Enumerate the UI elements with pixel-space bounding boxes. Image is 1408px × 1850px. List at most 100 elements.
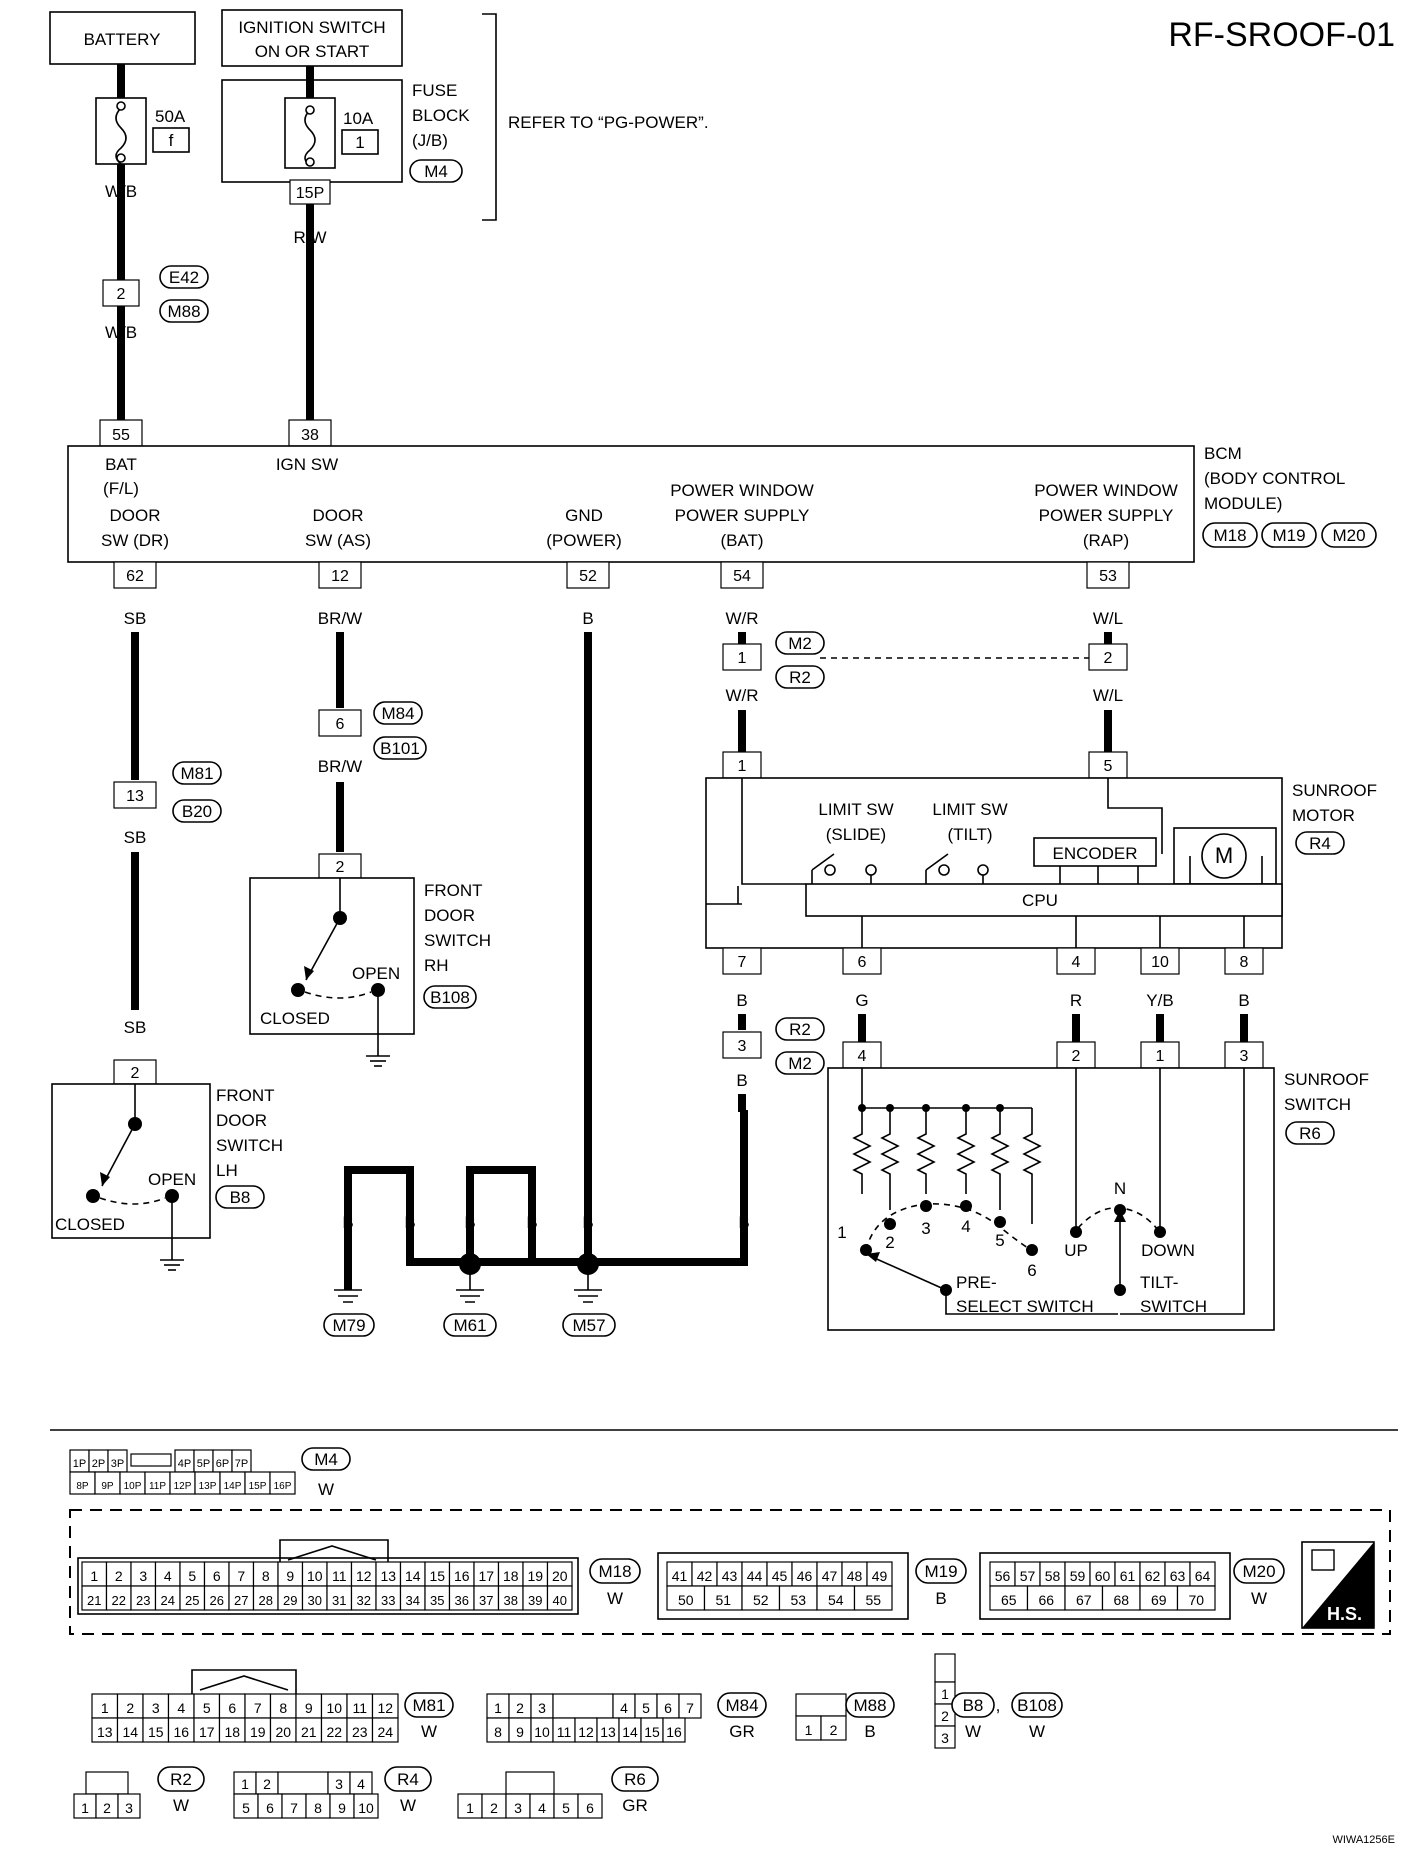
- m88-pin-cell: [820, 1715, 847, 1741]
- pin-15p: 15P: [296, 185, 324, 202]
- r4-lock-cell: [277, 1771, 329, 1795]
- connector-m2: M2: [788, 634, 812, 653]
- m84-pin-cell: [662, 1717, 686, 1743]
- switch-title-1: SUNROOF: [1284, 1070, 1369, 1089]
- pin-r4-10: 10: [1151, 954, 1169, 971]
- m19-pin-label: 42: [697, 1568, 713, 1584]
- m20-pin-label: 66: [1038, 1592, 1054, 1608]
- m81-pin-label: 6: [228, 1700, 236, 1716]
- m81-pin-cell: [346, 1693, 374, 1719]
- wire-b-7: B: [736, 991, 747, 1010]
- m4-pin-label: 9P: [101, 1481, 114, 1492]
- rh-title-4: RH: [424, 956, 449, 975]
- connector-m2-b: M2: [788, 1054, 812, 1073]
- m81-pin-label: 7: [254, 1700, 262, 1716]
- m4-pin-label: 6P: [216, 1458, 229, 1470]
- m18-pin-cell: [522, 1585, 549, 1611]
- wire-brw-2: BR/W: [318, 757, 362, 776]
- m20-pin-cell: [1139, 1561, 1166, 1587]
- tilt-2: SWITCH: [1140, 1297, 1207, 1316]
- m18-pin-label: 17: [478, 1568, 494, 1584]
- pin-r2-3: 3: [738, 1038, 747, 1055]
- pin-12: 12: [331, 568, 349, 585]
- r4-pin-cell: [353, 1793, 379, 1819]
- m4-pin-label: 7P: [235, 1458, 248, 1470]
- m18-pin-cell: [179, 1561, 206, 1587]
- m18-pin-label: 27: [234, 1593, 248, 1608]
- cpu-label: CPU: [1022, 891, 1058, 910]
- battery-label: BATTERY: [84, 30, 161, 49]
- svg-text:W: W: [607, 1589, 623, 1608]
- m18-pin-cell: [277, 1561, 304, 1587]
- m88-top-cell: [795, 1693, 847, 1717]
- m19-pin-label: 54: [828, 1592, 844, 1608]
- m81-pin-label: 16: [173, 1724, 189, 1740]
- m4-pin-label: 15P: [249, 1481, 267, 1492]
- bcm-name-1: BCM: [1204, 444, 1242, 463]
- m19-pin-label: 41: [672, 1568, 688, 1584]
- m18-pin-label: 19: [527, 1568, 543, 1584]
- r6-lock-cell: [505, 1771, 555, 1795]
- bcm-pw-bat-2: POWER SUPPLY: [675, 506, 810, 525]
- m18-pin-label: 21: [87, 1593, 101, 1608]
- pin-52: 52: [579, 568, 597, 585]
- m19-pin-cell: [791, 1561, 818, 1587]
- m4-pin-label: 1P: [73, 1458, 86, 1470]
- rh-title-1: FRONT: [424, 881, 483, 900]
- fuse-block-label-1: FUSE: [412, 81, 457, 100]
- m84-pin-label: 4: [620, 1700, 628, 1716]
- pin-13: 13: [126, 788, 144, 805]
- m84-pin-label: 16: [666, 1724, 682, 1740]
- m81-pin-label: 24: [377, 1724, 393, 1740]
- m18-pin-label: 11: [332, 1568, 347, 1584]
- m84-pin-label: 7: [686, 1700, 694, 1716]
- b8-pin-label: 1: [941, 1686, 949, 1702]
- m19-pin-label: 55: [865, 1592, 881, 1608]
- fuse-block-label-2: BLOCK: [412, 106, 470, 125]
- m18-pin-label: 9: [286, 1568, 294, 1584]
- m19-pin-cell: [816, 1585, 856, 1611]
- pin-rh-2: 2: [336, 859, 345, 876]
- svg-text:M19: M19: [924, 1562, 957, 1581]
- ground-m79: M79: [332, 1316, 365, 1335]
- lh-title-3: SWITCH: [216, 1136, 283, 1155]
- r4-pin-label: 10: [358, 1800, 374, 1816]
- m20-pin-label: 60: [1095, 1568, 1111, 1584]
- m4-pin-cell: [269, 1471, 296, 1495]
- m81-pin-cell: [116, 1693, 144, 1719]
- m4-pin-label: 16P: [274, 1481, 292, 1492]
- m18-pin-label: 24: [161, 1593, 175, 1608]
- m81-pin-label: 18: [224, 1724, 240, 1740]
- r6-pin-cell: [505, 1793, 531, 1819]
- m18-pin-label: 2: [115, 1568, 123, 1584]
- m20-pin-label: 64: [1195, 1568, 1211, 1584]
- r2-pin-label: 2: [103, 1800, 111, 1816]
- m4-pin-label: 13P: [199, 1481, 217, 1492]
- m18-pin-label: 32: [357, 1593, 371, 1608]
- m81-pin-label: 8: [279, 1700, 287, 1716]
- m20-pin-label: 57: [1020, 1568, 1036, 1584]
- m18-pin-label: 5: [188, 1568, 196, 1584]
- wire-brw-1: BR/W: [318, 609, 362, 628]
- pos-5: 5: [995, 1231, 1004, 1250]
- m18-pin-label: 26: [210, 1593, 224, 1608]
- ignition-switch-block: IGNITION SWITCH ON OR START: [221, 9, 403, 67]
- bcm-gnd-1: GND: [565, 506, 603, 525]
- lh-title-4: LH: [216, 1161, 238, 1180]
- pin-53: 53: [1099, 568, 1117, 585]
- wire-b-gnd: B: [582, 609, 593, 628]
- m81-pin-cell: [142, 1693, 170, 1719]
- switch-title-2: SWITCH: [1284, 1095, 1351, 1114]
- sunroof-motor: LIMIT SW (SLIDE) LIMIT SW (TILT) ENCODER…: [705, 777, 1283, 949]
- connector-b101: B101: [380, 739, 420, 758]
- pin-r4-1: 1: [738, 758, 747, 775]
- bcm-pw-bat-1: POWER WINDOW: [670, 481, 814, 500]
- pin-62: 62: [126, 568, 144, 585]
- connector-m81: M81: [180, 764, 213, 783]
- fuse-block: 10A 1 FUSE BLOCK (J/B) M4: [221, 79, 470, 183]
- pin-r6-3: 3: [1240, 1048, 1249, 1065]
- m20-pin-label: 69: [1151, 1592, 1167, 1608]
- svg-text:B: B: [935, 1589, 946, 1608]
- m18-pin-cell: [252, 1561, 279, 1587]
